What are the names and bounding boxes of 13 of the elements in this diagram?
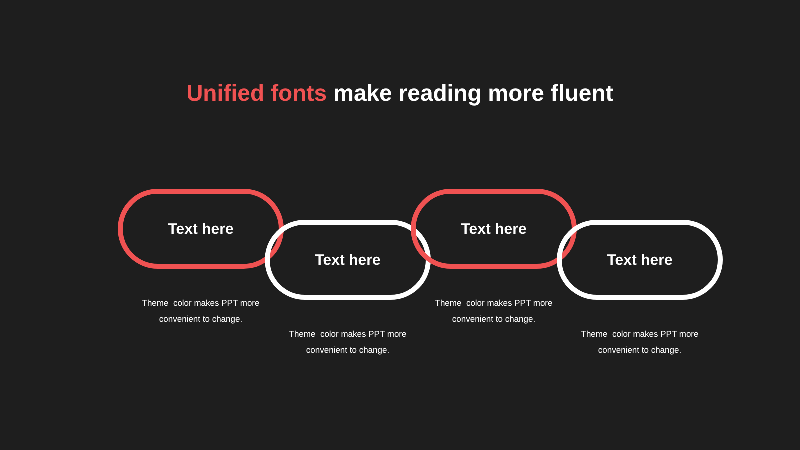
- slide-title: Unified fonts make reading more fluent: [186, 80, 614, 107]
- pill-shape: [557, 220, 723, 300]
- node-label: Text here: [168, 220, 234, 238]
- pill-shape: [411, 189, 577, 269]
- pill-shape: [118, 189, 284, 269]
- description-text: Theme color makes PPT more convenient to change.: [580, 328, 700, 357]
- node-label: Text here: [315, 252, 381, 268]
- description-text: Theme color makes PPT more convenient to change.: [288, 328, 408, 357]
- node-label: Text here: [461, 220, 527, 238]
- node-label: Text here: [607, 252, 673, 268]
- pill-shape: [265, 220, 431, 300]
- description-text: Theme color makes PPT more convenient to change.: [434, 297, 554, 326]
- description-text: Theme color makes PPT more convenient to change.: [141, 297, 261, 326]
